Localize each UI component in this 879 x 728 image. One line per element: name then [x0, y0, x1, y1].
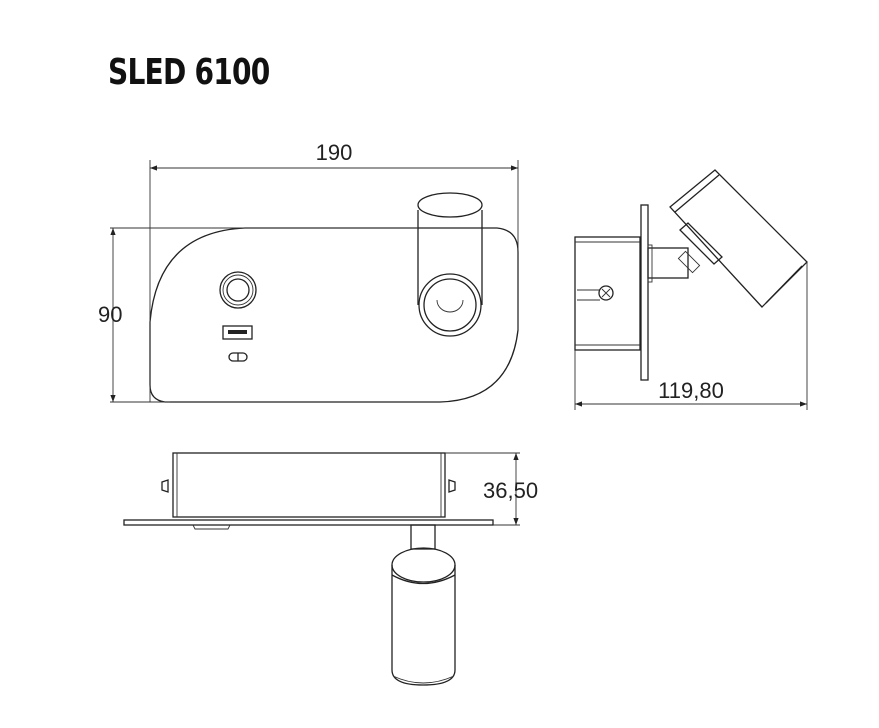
bottom-view: 36,50 — [123, 452, 538, 686]
dimension-depth-overall: 119,80 — [574, 262, 808, 410]
dimension-depth-overall-label: 119,80 — [658, 378, 724, 403]
wall-plate-outline — [149, 227, 519, 403]
side-view: 119,80 — [574, 169, 808, 410]
dimension-width-label: 190 — [316, 140, 353, 165]
dimension-height: 90 — [98, 227, 418, 403]
dimension-width: 190 — [149, 140, 519, 402]
switch-icon — [228, 352, 248, 362]
front-view: 190 90 — [98, 140, 519, 403]
spotlight-bottom — [391, 547, 456, 686]
usb-port-icon — [222, 325, 253, 340]
spotlight-front — [417, 192, 483, 337]
screw-icon — [598, 285, 614, 301]
product-title: SLED 6100 — [108, 52, 270, 93]
dimension-depth-box: 36,50 — [445, 452, 538, 526]
dimension-height-label: 90 — [98, 302, 122, 327]
dimmer-knob — [219, 271, 257, 309]
spotlight-side — [669, 169, 808, 308]
dimension-depth-box-label: 36,50 — [483, 478, 538, 503]
